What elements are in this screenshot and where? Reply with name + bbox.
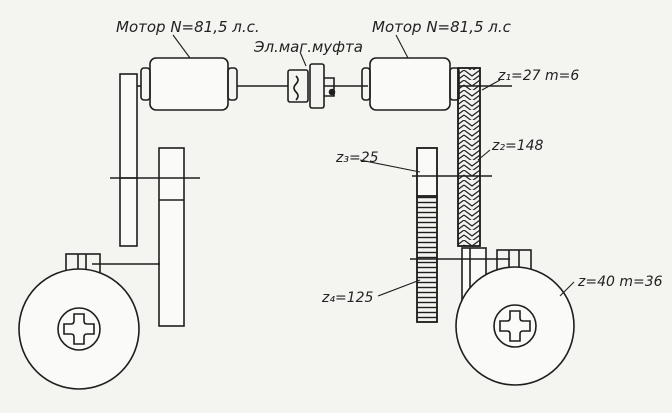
label-z-roll: z=40 m=36	[577, 274, 663, 290]
gear-z2	[457, 67, 481, 247]
label-motor-left: Мотор N=81,5 л.с.	[116, 18, 260, 36]
left-motor-cap-left	[140, 67, 151, 101]
label-z2: z₂=148	[491, 138, 544, 154]
label-z1: z₁=27 m=6	[497, 68, 579, 84]
electromagnetic-clutch	[287, 63, 368, 109]
right-roll	[455, 266, 575, 386]
left-motor-cap-right	[227, 67, 238, 101]
left-pinion	[119, 73, 138, 247]
label-motor-right: Мотор N=81,5 л.с	[372, 18, 512, 36]
right-motor-cap-left	[361, 67, 371, 101]
label-z3: z₃=25	[335, 150, 379, 166]
left-motor	[149, 57, 229, 111]
right-motor	[369, 57, 451, 111]
left-roll	[18, 268, 140, 390]
cross-coupling-icon	[63, 313, 95, 345]
left-big-gear	[158, 147, 185, 327]
cross-coupling-icon	[499, 310, 531, 342]
label-clutch: Эл.маг.муфта	[253, 38, 363, 56]
label-z4: z₄=125	[321, 290, 374, 306]
